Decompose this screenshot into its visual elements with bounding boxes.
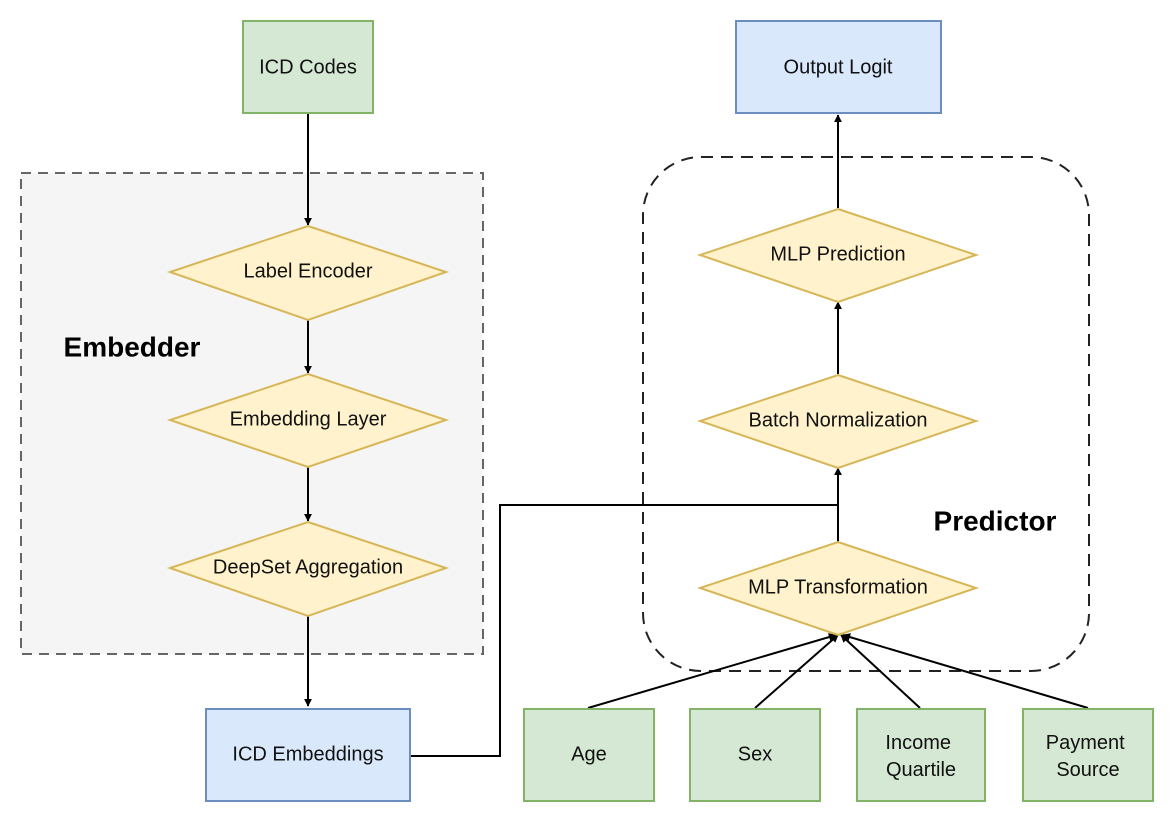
mlp-transformation-diamond [696, 540, 980, 637]
predictor-title: Predictor [934, 505, 1057, 536]
age-box [523, 708, 655, 802]
batch-normalization-diamond [696, 373, 980, 470]
payment-source-box [1022, 708, 1154, 802]
edge-icd-embeddings-to-predictor [410, 504, 838, 757]
deepset-aggregation-label: DeepSet Aggregation [213, 556, 403, 578]
mlp-prediction-diamond [696, 207, 980, 304]
output-logit-box [735, 20, 942, 114]
edge-payment-source-to-mlp-transformation [842, 633, 1089, 709]
icd-embeddings-label: ICD Embeddings [232, 743, 383, 765]
payment-source-label: Payment Source [1046, 732, 1131, 781]
embedder-title: Embedder [64, 331, 201, 362]
batch-normalization-label: Batch Normalization [749, 409, 928, 431]
income-quartile-box [856, 708, 986, 802]
sex-label: Sex [738, 743, 772, 765]
edge-income-quartile-to-mlp-transformation [840, 634, 921, 709]
edge-age-to-mlp-transformation [587, 633, 837, 709]
embedding-layer-label: Embedding Layer [230, 408, 387, 430]
deepset-aggregation-diamond [166, 520, 450, 618]
mlp-transformation-label: MLP Transformation [748, 576, 928, 598]
edge-sex-to-mlp-transformation [754, 634, 839, 709]
sex-box [689, 708, 821, 802]
income-quartile-line2: Quartile [886, 759, 956, 781]
income-quartile-label: Income Quartile [885, 732, 956, 781]
icd-codes-label: ICD Codes [259, 56, 357, 78]
payment-source-line1: Payment [1046, 732, 1125, 754]
label-encoder-label: Label Encoder [244, 260, 373, 282]
payment-source-line2: Source [1056, 759, 1119, 781]
icd-embeddings-box [205, 708, 411, 802]
embedding-layer-diamond [166, 372, 450, 469]
income-quartile-line1: Income [885, 732, 951, 754]
age-label: Age [571, 743, 607, 765]
label-encoder-diamond [166, 224, 450, 322]
icd-codes-box [242, 20, 374, 114]
output-logit-label: Output Logit [784, 56, 893, 78]
mlp-prediction-label: MLP Prediction [770, 243, 905, 265]
predictor-group [642, 156, 1090, 672]
